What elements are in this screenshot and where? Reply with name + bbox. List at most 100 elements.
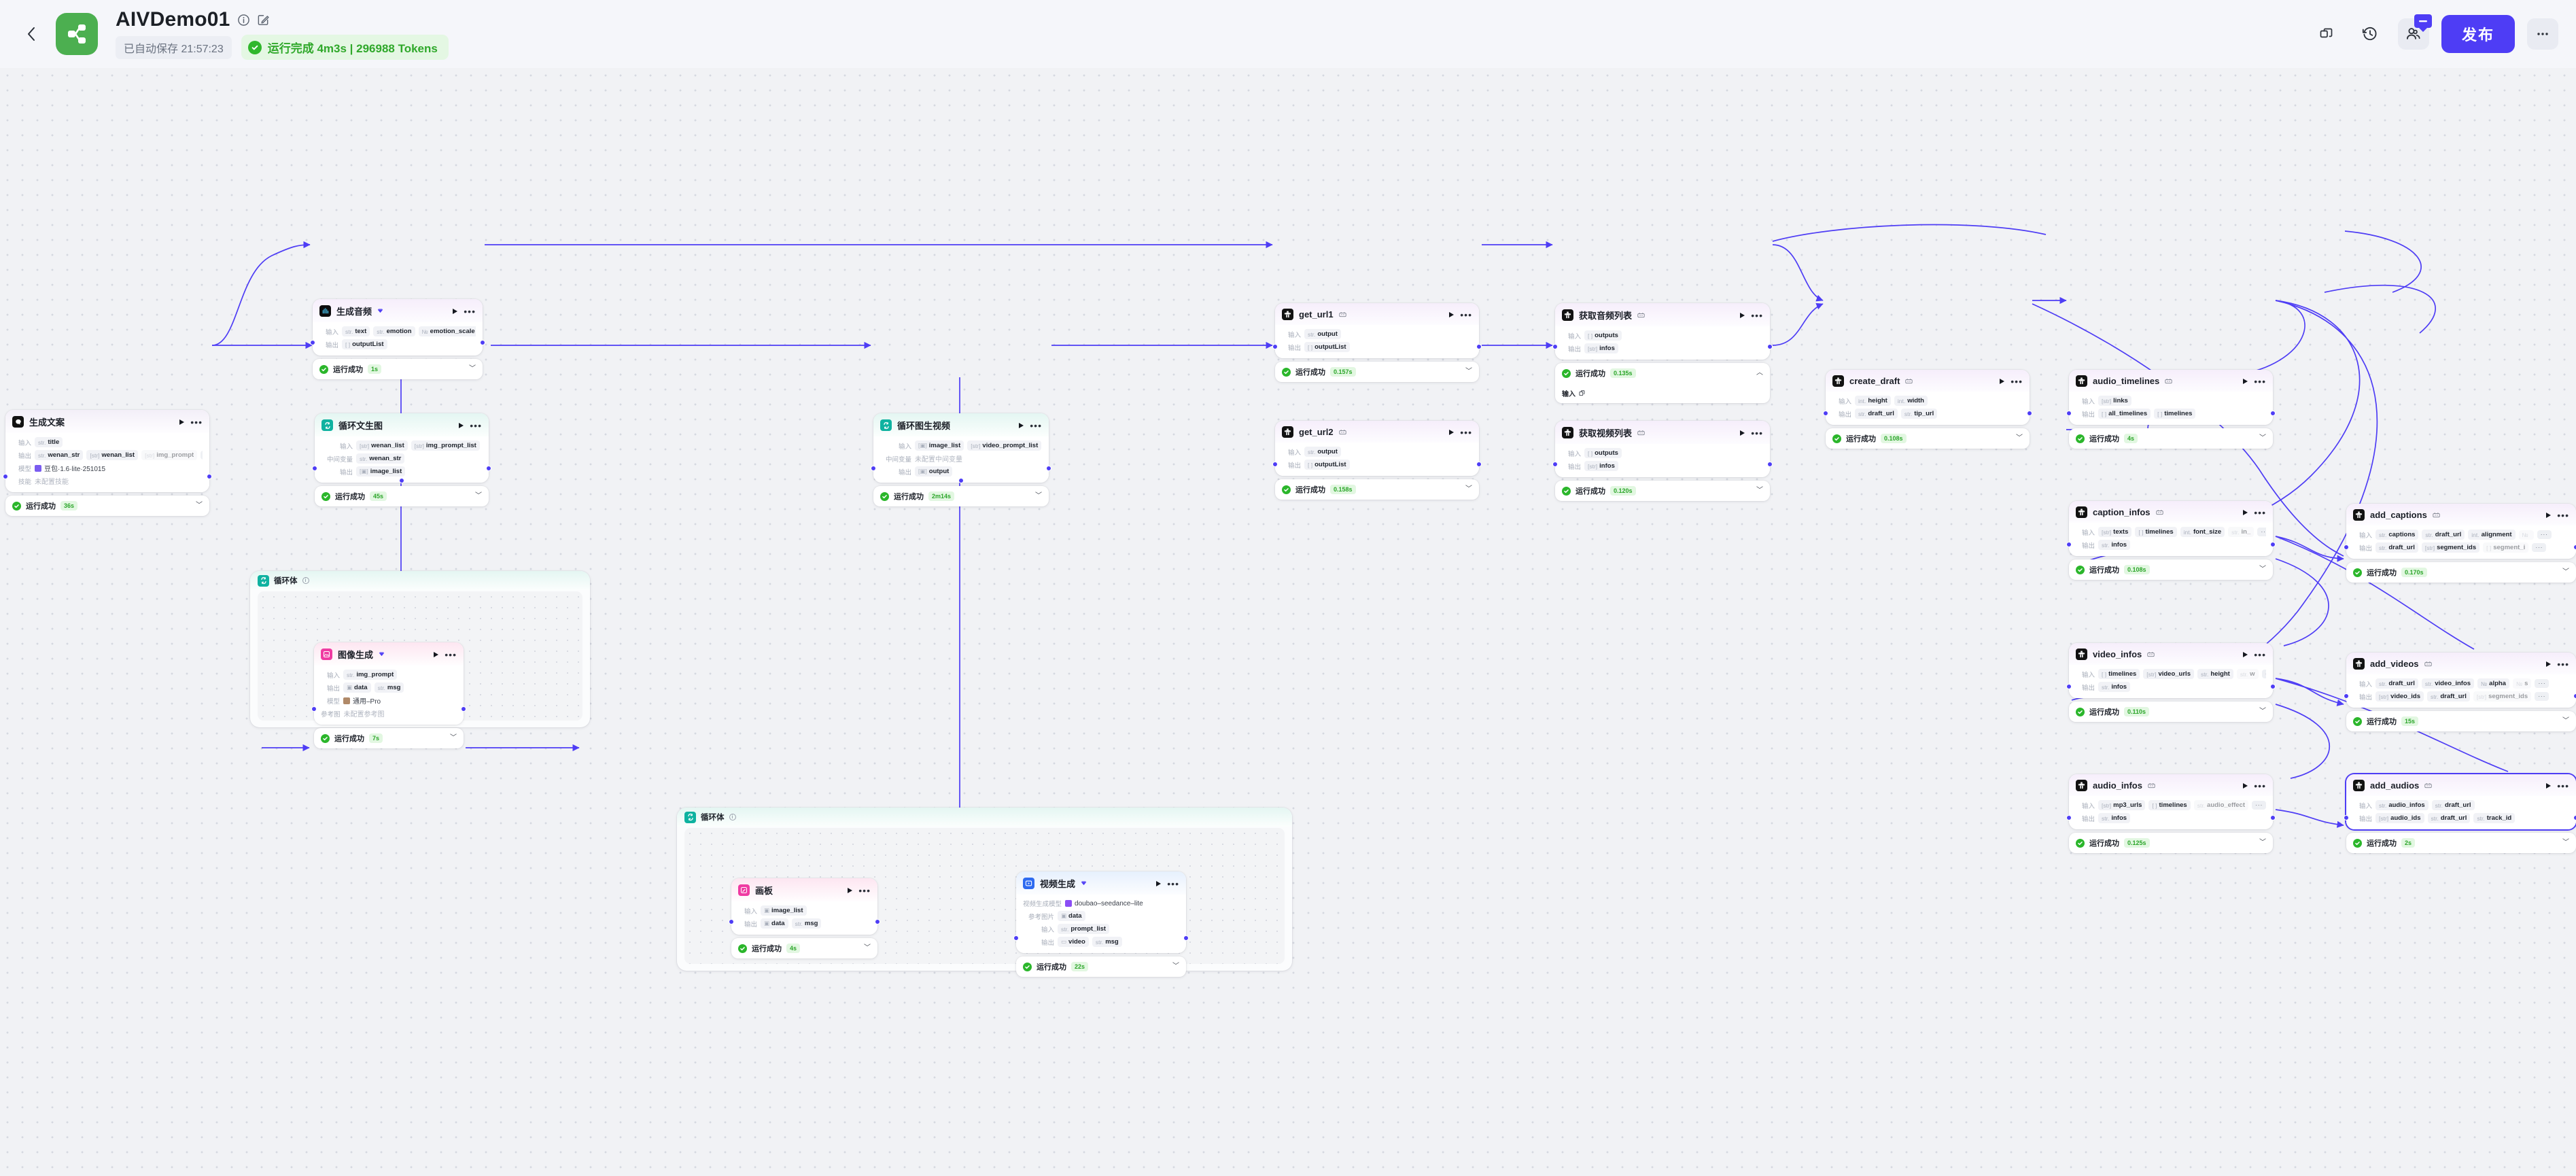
node-status-card[interactable]: 运行成功 0.120s ﹀ [1555, 481, 1770, 501]
info-circle-icon[interactable] [237, 14, 250, 27]
io-chip[interactable]: int.alignment [2468, 530, 2516, 540]
chevron-down-icon[interactable]: ﹀ [1756, 487, 1763, 494]
chevron-down-icon[interactable]: ﹀ [2562, 717, 2569, 725]
node-more-button[interactable]: ••• [2254, 506, 2266, 518]
input-port[interactable] [871, 466, 876, 471]
output-port[interactable] [1476, 344, 1482, 349]
workflow-node-loop_t2i[interactable]: 循环文生图 ••• 输入[str]wenan_list[str]img_prom… [312, 413, 491, 506]
io-chip[interactable]: str.emotion [373, 326, 415, 336]
input-port[interactable] [1552, 462, 1558, 467]
more-chip[interactable]: ··· [2535, 692, 2549, 701]
io-chip[interactable]: [ ]segment_i [2483, 542, 2529, 553]
chevron-down-icon[interactable]: ﹀ [864, 944, 871, 952]
io-chip[interactable]: str.output [1304, 329, 1341, 339]
io-chip[interactable]: str.wenan_str [356, 453, 405, 464]
io-chip[interactable]: [ ]timelines [2154, 409, 2196, 419]
io-chip[interactable]: str.track_id [2473, 813, 2516, 823]
io-chip[interactable]: ▣data [343, 682, 371, 693]
node-header[interactable]: 视频生成 ••• [1016, 871, 1186, 895]
io-chip[interactable]: str.captions [2375, 530, 2419, 540]
back-button[interactable] [16, 19, 46, 49]
io-chip[interactable]: [str]links [2098, 396, 2131, 406]
node-header[interactable]: caption_infos ••• [2069, 501, 2273, 523]
input-port[interactable] [1013, 935, 1019, 941]
run-node-button[interactable] [179, 419, 185, 425]
io-chip[interactable]: str.text [342, 326, 370, 336]
node-status-card[interactable]: 运行成功 15s ﹀ [2346, 711, 2576, 731]
more-chip[interactable]: ··· [2252, 801, 2266, 810]
node-more-button[interactable]: ••• [1030, 419, 1042, 431]
chevron-down-icon[interactable]: ﹀ [2562, 568, 2569, 576]
io-chip[interactable]: str.msg [791, 918, 822, 929]
io-chip[interactable]: [ ]timelines [2148, 800, 2191, 810]
node-status-card[interactable]: 运行成功 0.170s ﹀ [2346, 562, 2576, 583]
loop-output-port[interactable] [958, 478, 964, 483]
output-port[interactable] [2573, 815, 2576, 820]
input-port[interactable] [2344, 693, 2349, 699]
input-port[interactable] [1823, 411, 1828, 416]
io-chip[interactable]: str.msg [1092, 937, 1122, 947]
io-chip[interactable]: [str]wenan_list [356, 440, 408, 451]
run-node-button[interactable] [2546, 512, 2552, 518]
output-port[interactable] [1183, 935, 1189, 941]
io-chip[interactable]: int.height [1855, 396, 1891, 406]
run-node-button[interactable] [1449, 429, 1455, 435]
chevron-down-icon[interactable]: ﹀ [1465, 368, 1472, 375]
input-port[interactable] [729, 919, 734, 924]
io-chip[interactable]: int.width [1894, 396, 1928, 406]
io-chip[interactable]: ▣image_list [761, 905, 807, 916]
io-chip[interactable]: № [2518, 530, 2534, 540]
io-chip[interactable]: [str]video_ids [2375, 691, 2424, 702]
io-chip[interactable]: str.draft_url [1855, 409, 1898, 419]
run-node-button[interactable] [2546, 661, 2552, 667]
io-chip[interactable]: str.w [2236, 669, 2259, 679]
io-chip[interactable]: [str]segment_ids [2421, 542, 2480, 553]
node-more-button[interactable]: ••• [2254, 780, 2266, 791]
io-chip[interactable]: ▭video [1058, 937, 1089, 947]
node-status-card[interactable]: 运行成功 0.108s ﹀ [2069, 559, 2273, 580]
output-port[interactable] [2270, 815, 2276, 820]
workflow-node-loop_i2v[interactable]: 循环图生视频 ••• 输入[▣]image_list[str]video_pro… [871, 413, 1051, 506]
copy-icon[interactable] [1579, 390, 1585, 396]
node-status-card[interactable]: 运行成功 1s ﹀ [313, 359, 483, 379]
run-node-button[interactable] [1156, 880, 1162, 886]
input-port[interactable] [311, 706, 317, 712]
output-port[interactable] [2573, 544, 2576, 550]
run-node-button[interactable] [1740, 430, 1745, 436]
output-port[interactable] [875, 919, 880, 924]
node-status-card[interactable]: 运行成功 22s ﹀ [1016, 956, 1186, 977]
more-chip[interactable]: ··· [2532, 543, 2547, 552]
chevron-down-icon[interactable]: ﹀ [2016, 434, 2023, 442]
chevron-down-icon[interactable]: ﹀ [1035, 492, 1042, 500]
io-chip[interactable]: str.infos [2098, 813, 2131, 823]
input-port[interactable] [2066, 542, 2072, 547]
run-node-button[interactable] [434, 651, 439, 657]
node-card[interactable]: video_infos ••• 输入[ ]timelines[str]video… [2069, 643, 2273, 698]
node-header[interactable]: 画板 ••• [731, 878, 877, 901]
output-port[interactable] [480, 340, 485, 345]
node-status-card[interactable]: 运行成功 4s ﹀ [731, 938, 877, 958]
io-chip[interactable]: str.audio_infos [2375, 800, 2429, 810]
output-port[interactable] [461, 706, 466, 712]
node-status-card[interactable]: 运行成功 0.158s ﹀ [1275, 479, 1479, 500]
io-chip[interactable]: [str]wenan_list [86, 450, 139, 460]
io-chip[interactable]: [str]texts [2098, 527, 2132, 537]
input-port[interactable] [1272, 462, 1278, 467]
node-more-button[interactable]: ••• [1460, 309, 1472, 320]
node-header[interactable]: create_draft ••• [1826, 370, 2030, 392]
io-chip[interactable]: str.height [2197, 669, 2233, 679]
run-node-button[interactable] [453, 308, 458, 314]
